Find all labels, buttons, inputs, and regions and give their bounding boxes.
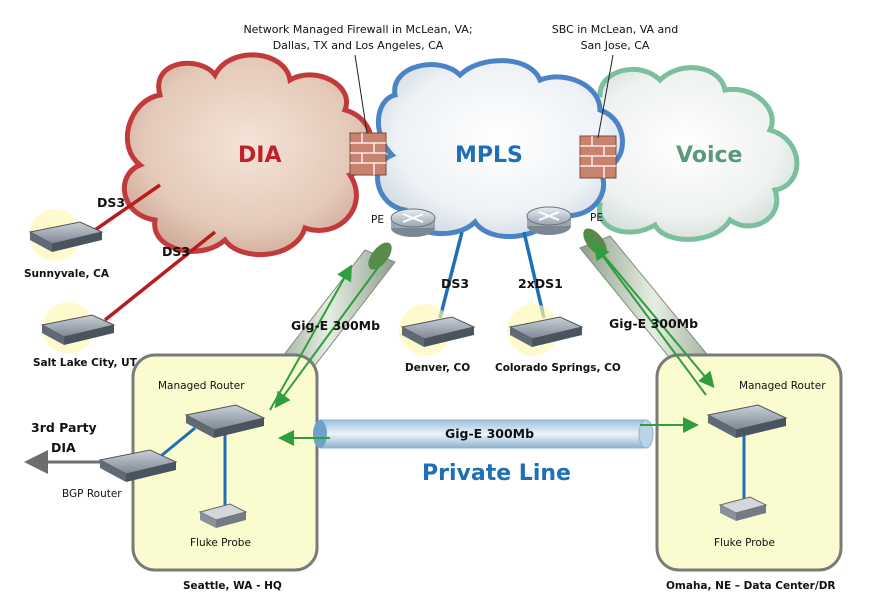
ds3-link-sunnyvale <box>94 183 161 232</box>
gig-e-left-label: Gig-E 300Mb <box>291 318 381 333</box>
omaha-fluke-probe-icon <box>718 496 768 521</box>
dia-cloud-label: DIA <box>238 143 282 168</box>
ds1-link-colorado <box>522 231 546 319</box>
sbc-callout-line <box>597 54 614 139</box>
private-line-tube <box>313 419 654 449</box>
seattle-site-title: Seattle, WA - HQ <box>183 580 282 592</box>
pe-router-right-icon <box>526 206 572 235</box>
omaha-managed-router-label: Managed Router <box>739 380 826 392</box>
private-line-label: Private Line <box>422 461 571 486</box>
ds3-sunnyvale-label: DS3 <box>97 195 126 210</box>
pe-label-left: PE <box>371 214 384 226</box>
green-arrows <box>269 231 715 446</box>
third-party-label-line1: 3rd Party <box>31 420 97 435</box>
seattle-managed-router-icon <box>184 404 266 438</box>
sunnyvale-label: Sunnyvale, CA <box>24 268 109 280</box>
ds3-denver-label: DS3 <box>441 276 470 291</box>
salt-lake-router-icon <box>40 302 116 354</box>
ds1-colorado-label: 2xDS1 <box>518 276 563 291</box>
denver-label: Denver, CO <box>405 362 471 374</box>
voice-cloud-label: Voice <box>676 143 743 168</box>
third-party-label-line2: DIA <box>51 440 76 455</box>
gig-e-private-label: Gig-E 300Mb <box>445 426 535 441</box>
firewall-callout: Network Managed Firewall in McLean, VA; … <box>243 23 473 52</box>
colorado-router-icon <box>507 304 584 356</box>
sbc-firewall-icon <box>579 135 617 179</box>
omaha-site-title: Omaha, NE – Data Center/DR <box>666 580 836 592</box>
salt-lake-label: Salt Lake City, UT <box>33 357 137 369</box>
denver-router-icon <box>399 304 476 356</box>
seattle-bgp-router-label: BGP Router <box>62 488 122 500</box>
pe-router-left-icon <box>390 208 436 237</box>
omaha-site-box <box>655 353 843 572</box>
mpls-cloud-label: MPLS <box>455 143 523 168</box>
seattle-managed-router-label: Managed Router <box>158 380 245 392</box>
gig-e-right-label: Gig-E 300Mb <box>609 316 699 331</box>
seattle-bgp-router-icon <box>98 449 178 482</box>
ds3-link-salt-lake <box>103 230 217 322</box>
sunnyvale-router-icon <box>28 209 104 261</box>
firewall-icon <box>349 132 387 176</box>
colorado-springs-label: Colorado Springs, CO <box>495 362 621 374</box>
seattle-fluke-probe-label: Fluke Probe <box>190 537 251 549</box>
mpls-cloud <box>375 58 625 239</box>
sbc-callout: SBC in McLean, VA and San Jose, CA <box>551 23 679 52</box>
ds3-salt-lake-label: DS3 <box>162 244 191 259</box>
omaha-fluke-probe-label: Fluke Probe <box>714 537 775 549</box>
seattle-fluke-probe-icon <box>198 503 248 528</box>
pe-label-right: PE <box>590 212 603 224</box>
firewall-callout-line <box>354 54 368 134</box>
omaha-managed-router-icon <box>706 404 788 438</box>
ds3-link-denver <box>438 231 464 319</box>
dia-cloud <box>122 52 375 258</box>
